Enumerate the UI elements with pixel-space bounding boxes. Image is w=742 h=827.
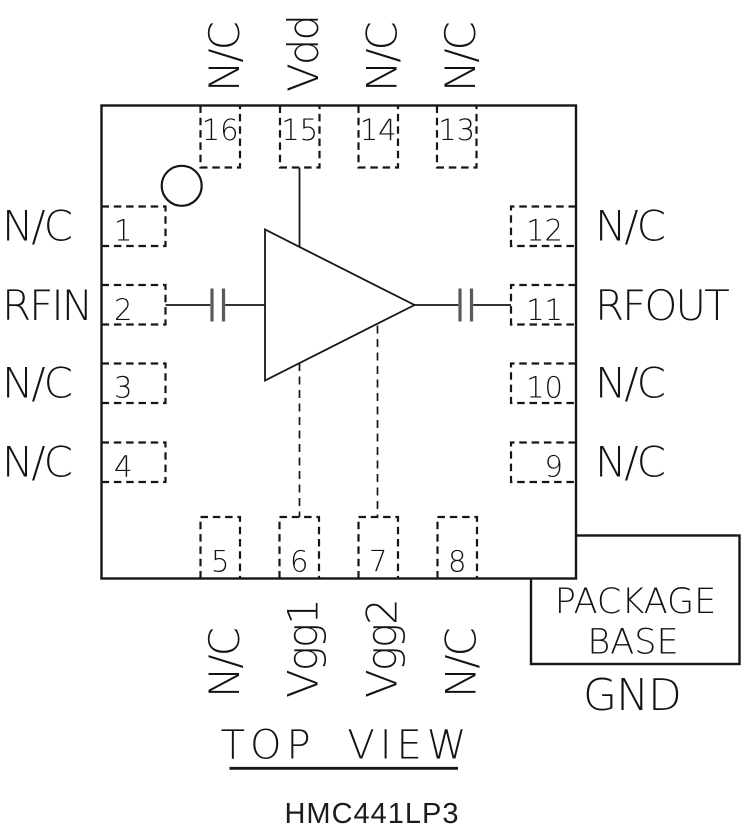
pad-box <box>101 283 167 326</box>
pad-box <box>199 515 242 579</box>
pad-pin1: 1 <box>101 205 167 248</box>
pad-box <box>509 205 576 248</box>
pin-number: 11 <box>526 293 563 327</box>
pad-box <box>509 441 576 484</box>
pin-label-bottom-8: N/C <box>437 628 486 698</box>
pin-label-right-12: N/C <box>595 202 665 251</box>
pin-label-bottom-7: Vgg2 <box>358 600 407 698</box>
top-view-label: TOP VIEW <box>221 723 472 769</box>
pin-label-bottom-5: N/C <box>200 628 249 698</box>
capacitor-icon <box>210 288 226 322</box>
pin-number: 7 <box>369 545 387 579</box>
pad-pin14: 14 <box>357 105 400 169</box>
pin-label-top-16: N/C <box>200 22 249 92</box>
pin-label-left-3: N/C <box>2 359 72 408</box>
pin-label-left-2: RFIN <box>2 281 91 330</box>
rf-output-net <box>414 288 511 322</box>
pin1-indicator-icon <box>160 164 203 207</box>
amplifier-icon <box>264 228 417 382</box>
package-base-label-line1: PACKAGE <box>555 582 717 622</box>
pad-pin3: 3 <box>101 362 167 405</box>
pin-label-bottom-6: Vgg1 <box>279 600 328 698</box>
pin-number: 10 <box>526 371 563 405</box>
pad-pin2: 2 <box>101 283 167 327</box>
package-base-label-line2: BASE <box>587 623 678 663</box>
pad-pin16: 16 <box>199 105 242 169</box>
pad-pin13: 13 <box>435 105 478 169</box>
pin-label-top-15: Vdd <box>279 16 328 92</box>
pad-pin7: 7 <box>357 515 400 579</box>
pad-box <box>278 105 321 169</box>
pad-pin6: 6 <box>278 515 321 579</box>
pin-label-top-14: N/C <box>358 22 407 92</box>
pin-label-top-13: N/C <box>436 22 485 92</box>
pin-number: 5 <box>211 545 229 579</box>
pin-number: 9 <box>545 450 563 484</box>
pad-pin12: 12 <box>509 205 576 248</box>
pin-number: 6 <box>290 545 308 579</box>
pad-pin5: 5 <box>199 515 242 579</box>
pad-box <box>101 441 167 484</box>
pad-pin10: 10 <box>509 362 576 405</box>
pad-box <box>101 205 167 248</box>
pin-label-left-1: N/C <box>2 202 72 251</box>
pin-label-left-4: N/C <box>2 438 72 487</box>
pad-pin4: 4 <box>101 441 167 484</box>
pad-box <box>436 515 479 579</box>
pin-number: 13 <box>438 113 475 147</box>
pad-box <box>101 362 167 405</box>
pad-box <box>278 515 321 579</box>
pad-box <box>509 362 576 405</box>
pad-pin9: 9 <box>509 441 576 484</box>
pin-number: 4 <box>114 450 132 484</box>
pad-box <box>357 515 400 579</box>
rf-input-net <box>165 288 265 322</box>
pin-label-right-9: N/C <box>595 438 665 487</box>
pad-box <box>435 105 478 169</box>
pin-number: 2 <box>114 293 132 327</box>
gnd-label: GND <box>583 670 681 721</box>
pin-number: 14 <box>360 113 397 147</box>
package-base-box <box>529 534 741 666</box>
pad-box <box>357 105 400 169</box>
part-number: HMC441LP3 <box>284 798 459 827</box>
pin-number: 12 <box>526 214 563 248</box>
pin-label-right-11: RFOUT <box>595 281 729 330</box>
pad-box <box>199 105 242 169</box>
pin-number: 16 <box>202 113 239 147</box>
pin-number: 8 <box>448 545 466 579</box>
pin-number: 15 <box>281 113 318 147</box>
pad-box <box>509 283 576 326</box>
pad-pin11: 11 <box>509 283 576 327</box>
pin-number: 1 <box>114 214 132 248</box>
pad-pin8: 8 <box>436 515 479 579</box>
chip-body-outline <box>100 104 578 580</box>
pin-number: 3 <box>114 371 132 405</box>
pin-label-right-10: N/C <box>595 359 665 408</box>
capacitor-icon <box>458 288 474 322</box>
pad-pin15: 15 <box>278 105 321 169</box>
